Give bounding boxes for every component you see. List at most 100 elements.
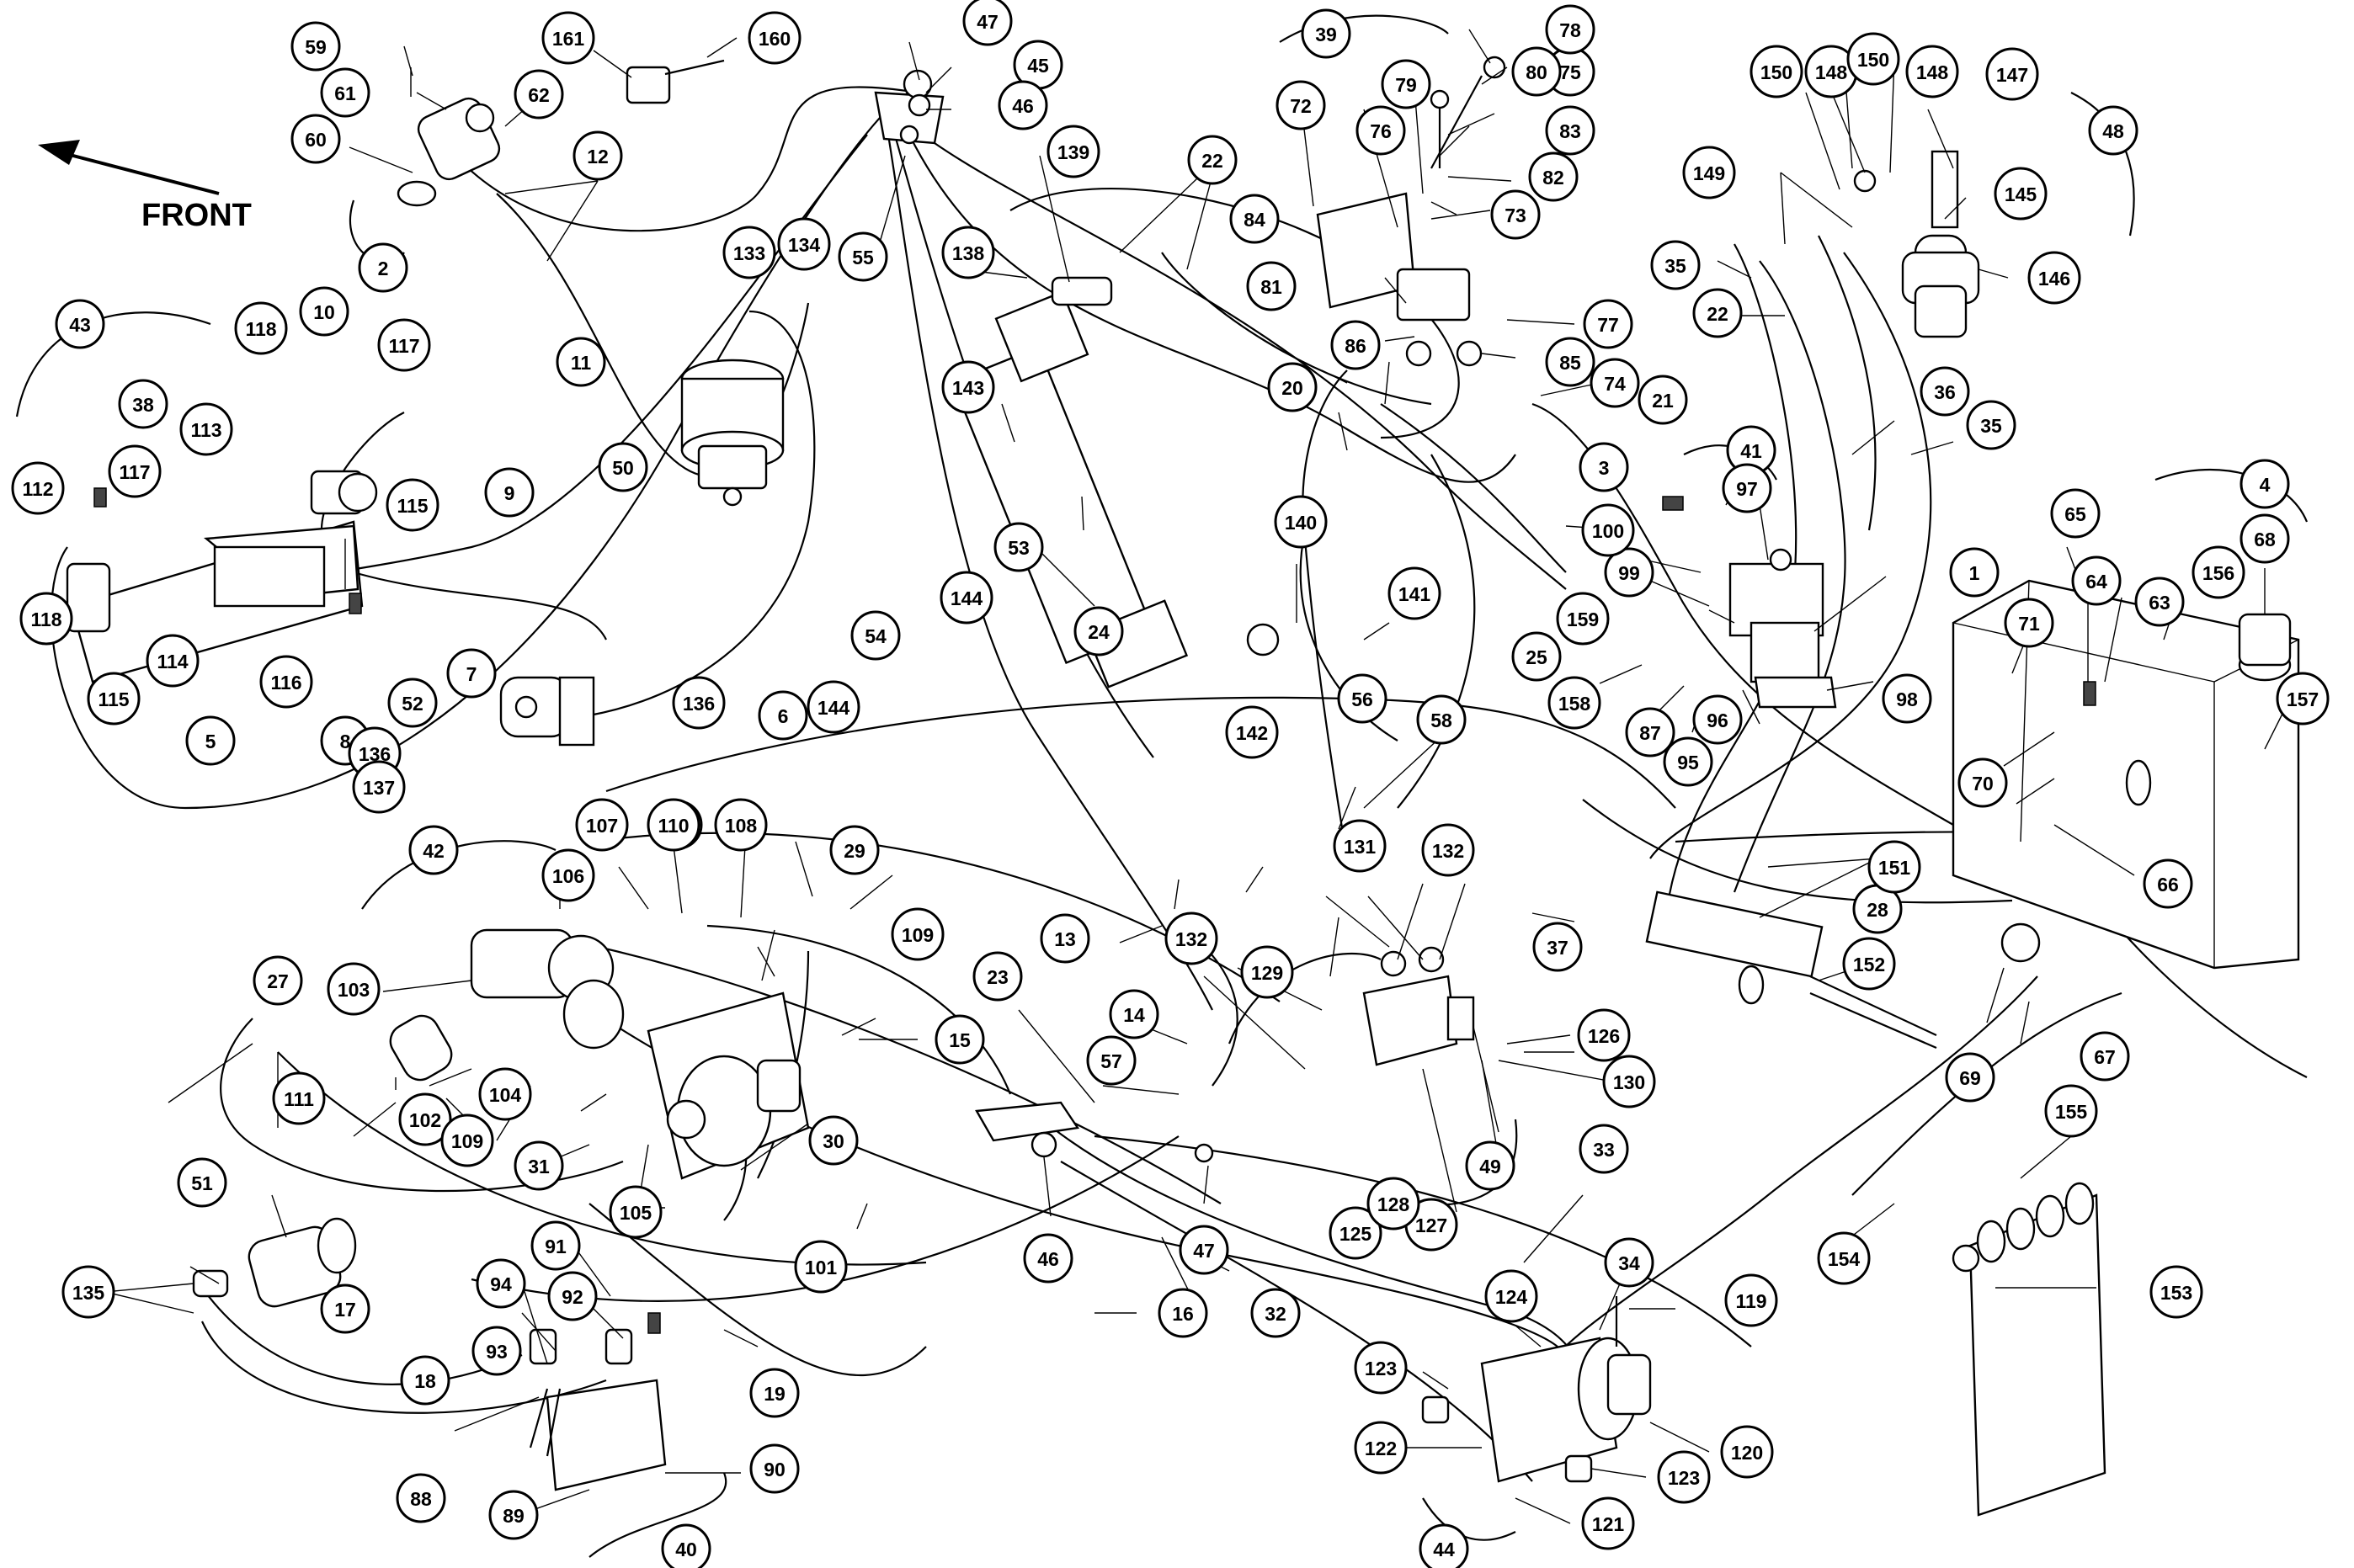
callout-42: 42 <box>408 825 459 875</box>
callout-circle <box>573 130 623 181</box>
callout-circle <box>1547 676 1601 730</box>
callout-number: 80 <box>1526 61 1547 83</box>
callout-circle <box>471 1326 522 1376</box>
callout-number: 117 <box>388 335 419 357</box>
callout-number: 118 <box>245 318 276 340</box>
callout-circle <box>259 655 313 709</box>
callout-15: 15 <box>935 1014 985 1065</box>
callout-circle <box>891 907 945 961</box>
motor-51 <box>192 1217 357 1308</box>
callout-circle <box>1465 1140 1515 1191</box>
callout-number: 147 <box>1996 64 2028 86</box>
callout-circle <box>1581 503 1635 557</box>
callout-number: 31 <box>528 1156 550 1177</box>
callout-number: 53 <box>1008 537 1030 559</box>
callout-97: 97 <box>1722 463 1772 513</box>
callout-circle <box>2276 672 2330 726</box>
callout-number: 157 <box>2287 688 2319 710</box>
callout-circle <box>749 1443 800 1494</box>
callout-number: 16 <box>1172 1303 1194 1325</box>
callout-circle <box>935 1014 985 1065</box>
callout-number: 83 <box>1559 120 1581 142</box>
callout-81: 81 <box>1246 261 1297 311</box>
callout-number: 151 <box>1878 857 1911 879</box>
callout-number: 34 <box>1618 1252 1640 1274</box>
callout-150: 150 <box>1750 45 1803 98</box>
callout-number: 20 <box>1281 377 1303 399</box>
callout-circle <box>1040 913 1090 964</box>
callout-number: 122 <box>1365 1438 1397 1459</box>
callout-circle <box>290 21 341 72</box>
callout-circle <box>396 1473 446 1523</box>
callout-circle <box>118 379 168 429</box>
callout-48: 48 <box>2088 105 2138 156</box>
callout-80: 80 <box>1511 46 1562 97</box>
callout-circle <box>2071 555 2122 606</box>
callout-number: 88 <box>410 1488 432 1510</box>
callout-number: 126 <box>1588 1025 1620 1047</box>
callout-circle <box>1419 1523 1469 1568</box>
callout-number: 102 <box>409 1109 441 1131</box>
callout-circle <box>400 1355 450 1406</box>
callout-140: 140 <box>1274 495 1328 549</box>
callout-number: 27 <box>267 970 289 992</box>
callout-10: 10 <box>299 286 349 337</box>
callout-number: 109 <box>902 924 934 946</box>
callout-circle <box>940 571 993 625</box>
callout-34: 34 <box>1604 1237 1654 1288</box>
callout-number: 23 <box>987 966 1009 988</box>
callout-number: 11 <box>571 352 592 374</box>
callout-number: 99 <box>1618 562 1640 584</box>
callout-circle <box>1657 1450 1711 1504</box>
callout-number: 38 <box>132 394 154 416</box>
callout-89: 89 <box>488 1490 539 1540</box>
callout-59: 59 <box>290 21 341 72</box>
callout-circle <box>146 634 200 688</box>
callout-circle <box>609 1185 663 1239</box>
callout-67: 67 <box>2080 1031 2130 1082</box>
callout-circle <box>1638 375 1688 425</box>
callout-circle <box>177 1157 227 1208</box>
callout-number: 148 <box>1916 61 1949 83</box>
callout-circle <box>290 114 341 164</box>
callout-147: 147 <box>1985 47 2039 101</box>
callout-96: 96 <box>1692 694 1743 745</box>
callout-circle <box>2149 1265 2203 1319</box>
callout-circle <box>185 715 236 766</box>
oil-cooler <box>1952 1182 2106 1517</box>
callout-52: 52 <box>387 678 438 728</box>
callout-27: 27 <box>253 955 303 1006</box>
callout-number: 141 <box>1398 583 1431 605</box>
callout-circle <box>575 798 629 852</box>
callout-111: 111 <box>272 1071 326 1125</box>
callout-circle <box>2050 488 2101 539</box>
callout-circle <box>1590 358 1640 408</box>
callout-circle <box>1556 592 1610 646</box>
callout-number: 134 <box>788 234 821 256</box>
callout-21: 21 <box>1638 375 1688 425</box>
callout-65: 65 <box>2050 488 2101 539</box>
callout-number: 103 <box>338 979 370 1001</box>
callout-number: 148 <box>1815 61 1848 83</box>
callout-61: 61 <box>320 67 370 118</box>
callout-number: 12 <box>587 146 609 167</box>
callout-circle <box>327 962 381 1016</box>
callout-number: 98 <box>1896 688 1918 710</box>
callout-circle <box>440 1114 494 1167</box>
callout-144: 144 <box>807 680 860 734</box>
callout-circle <box>108 444 162 498</box>
callout-circle <box>1229 194 1280 244</box>
callout-number: 58 <box>1430 710 1452 731</box>
callout-circle <box>1086 1035 1137 1086</box>
callout-133: 133 <box>722 226 776 279</box>
callout-circle <box>358 242 408 293</box>
callout-number: 59 <box>305 36 327 58</box>
callout-circle <box>1966 400 2016 450</box>
callout-114: 114 <box>146 634 200 688</box>
callout-number: 71 <box>2018 613 2040 635</box>
callout-number: 22 <box>1707 303 1728 325</box>
callout-3: 3 <box>1579 442 1629 492</box>
steering-cylinder <box>1645 890 1937 1050</box>
callout-number: 47 <box>1193 1240 1215 1262</box>
